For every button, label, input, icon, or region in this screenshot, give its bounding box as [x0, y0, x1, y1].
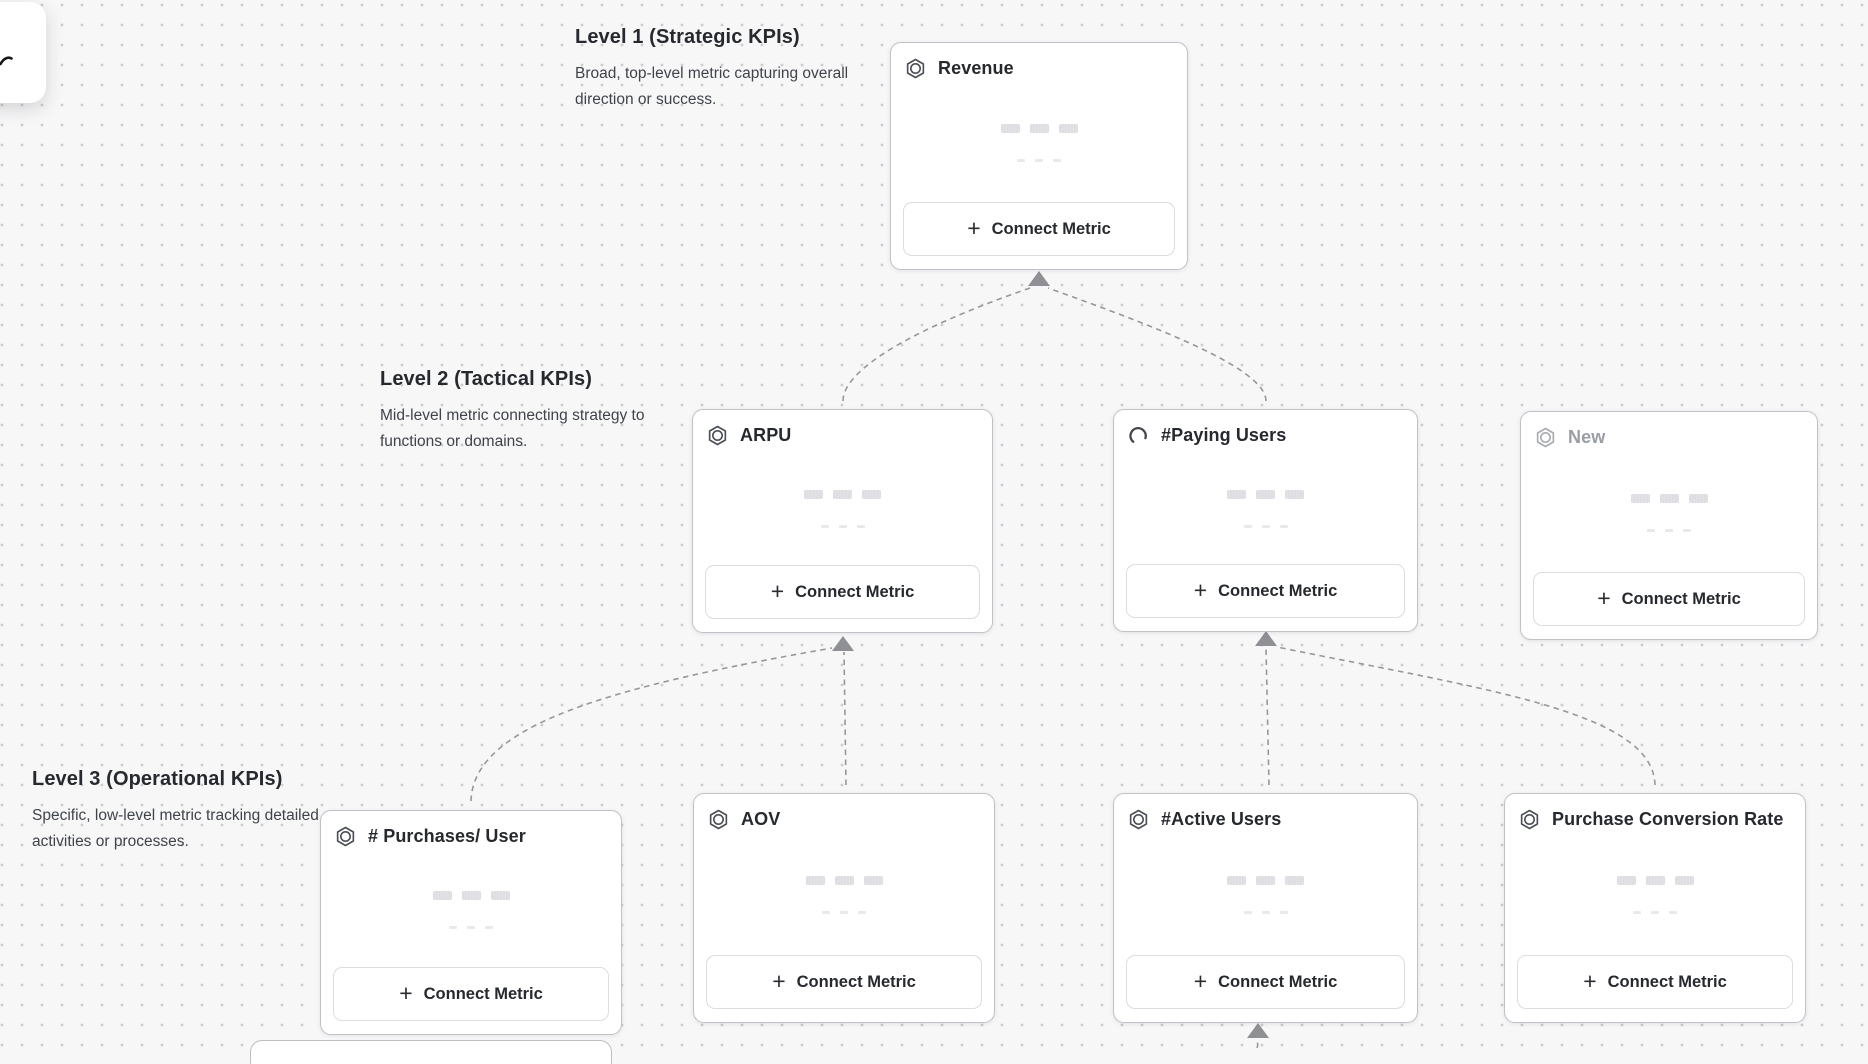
connect-metric-label: Connect Metric [1621, 589, 1741, 608]
metric-skeleton [694, 876, 994, 915]
plus-icon: + [770, 577, 785, 604]
metric-hexagon-icon [707, 808, 730, 831]
metric-card-title: #Active Users [1161, 809, 1282, 829]
connect-metric-label: Connect Metric [991, 219, 1111, 238]
connect-metric-button[interactable]: + Connect Metric [1126, 955, 1405, 1009]
connect-metric-button[interactable]: + Connect Metric [705, 565, 980, 619]
level-3-description: Specific, low-level metric tracking deta… [32, 807, 319, 850]
connector-arpu-to-revenue [842, 287, 1031, 402]
metric-hexagon-icon [1127, 808, 1150, 831]
connect-metric-button[interactable]: + Connect Metric [333, 967, 609, 1021]
loading-spinner-icon [1127, 424, 1150, 447]
metric-card-title: Purchase Conversion Rate [1552, 809, 1784, 829]
plus-icon: + [772, 967, 786, 994]
connect-metric-button[interactable]: + Connect Metric [903, 202, 1175, 256]
connector-activeusers-to-payingusers [1265, 647, 1270, 786]
metric-skeleton [1505, 876, 1805, 915]
metric-card-title: AOV [741, 809, 781, 829]
metric-skeleton [891, 124, 1187, 163]
connect-metric-label: Connect Metric [795, 582, 915, 601]
level-1-description: Broad, top-level metric capturing overal… [575, 65, 849, 108]
connect-metric-label: Connect Metric [1218, 972, 1338, 991]
metric-skeleton [693, 489, 992, 528]
plus-icon: + [399, 979, 413, 1006]
metric-skeleton [1114, 489, 1417, 528]
connector-aov-to-arpu [843, 651, 847, 786]
metric-card-title: New [1568, 427, 1606, 447]
metric-skeleton [321, 891, 621, 930]
metric-card-new[interactable]: New + Connect Metric [1520, 411, 1818, 640]
metric-skeleton [1114, 876, 1417, 915]
floating-toolbar-panel[interactable] [0, 2, 46, 103]
metric-card-paying-users[interactable]: #Paying Users + Connect Metric [1113, 409, 1418, 632]
level-2-label-block: Level 2 (Tactical KPIs) Mid-level metric… [380, 368, 710, 455]
pen-cursor-icon [0, 56, 13, 66]
metric-skeleton [1521, 493, 1817, 532]
connect-metric-button[interactable]: + Connect Metric [1126, 564, 1405, 618]
metric-hexagon-icon [1534, 426, 1557, 449]
level-3-title: Level 3 (Operational KPIs) [32, 768, 283, 790]
level-2-title: Level 2 (Tactical KPIs) [380, 368, 593, 390]
connect-metric-button[interactable]: + Connect Metric [706, 955, 982, 1009]
plus-icon: + [1583, 967, 1597, 994]
connector-offscreen-to-activeusers [1256, 1038, 1259, 1048]
metric-card-title: Revenue [938, 58, 1014, 78]
connect-metric-label: Connect Metric [796, 972, 916, 991]
connect-metric-label: Connect Metric [423, 984, 543, 1003]
metric-card-arpu[interactable]: ARPU + Connect Metric [692, 409, 993, 633]
arrowhead-into-arpu [832, 636, 854, 651]
level-3-label-block: Level 3 (Operational KPIs) Specific, low… [32, 768, 362, 855]
level-2-description: Mid-level metric connecting strategy to … [380, 407, 645, 450]
metric-card-title: #Paying Users [1161, 425, 1287, 445]
arrowhead-into-activeusers-bottom [1247, 1023, 1269, 1038]
level-1-title: Level 1 (Strategic KPIs) [575, 26, 800, 48]
plus-icon: + [1193, 576, 1208, 603]
plus-icon: + [967, 214, 981, 241]
metric-hexagon-icon [904, 57, 927, 80]
connector-payingusers-to-revenue [1047, 287, 1267, 402]
connector-purchases-to-arpu [470, 647, 833, 802]
level-1-label-block: Level 1 (Strategic KPIs) Broad, top-leve… [575, 26, 905, 113]
arrowhead-into-revenue [1028, 271, 1050, 286]
metric-card-title: ARPU [740, 425, 792, 445]
metric-card-aov[interactable]: AOV + Connect Metric [693, 793, 995, 1023]
connect-metric-button[interactable]: + Connect Metric [1533, 572, 1805, 626]
metric-card-active-users[interactable]: #Active Users + Connect Metric [1113, 793, 1418, 1023]
connect-metric-button[interactable]: + Connect Metric [1517, 955, 1793, 1009]
metric-hexagon-icon [706, 424, 729, 447]
connect-metric-label: Connect Metric [1607, 972, 1727, 991]
connect-metric-label: Connect Metric [1218, 581, 1338, 600]
metric-card-purchase-conversion-rate[interactable]: Purchase Conversion Rate + Connect Metri… [1504, 793, 1806, 1023]
metric-hexagon-icon [1518, 808, 1541, 831]
metric-hexagon-icon [334, 825, 357, 848]
plus-icon: + [1193, 967, 1208, 994]
plus-icon: + [1597, 584, 1611, 611]
metric-card-partial-offscreen[interactable] [250, 1040, 612, 1064]
metric-card-title: # Purchases/ User [368, 826, 526, 846]
connector-pcr-to-payingusers [1276, 646, 1656, 786]
metric-card-revenue[interactable]: Revenue + Connect Metric [890, 42, 1188, 270]
arrowhead-into-payingusers [1255, 631, 1277, 646]
metric-card-purchases-per-user[interactable]: # Purchases/ User + Connect Metric [320, 810, 622, 1035]
